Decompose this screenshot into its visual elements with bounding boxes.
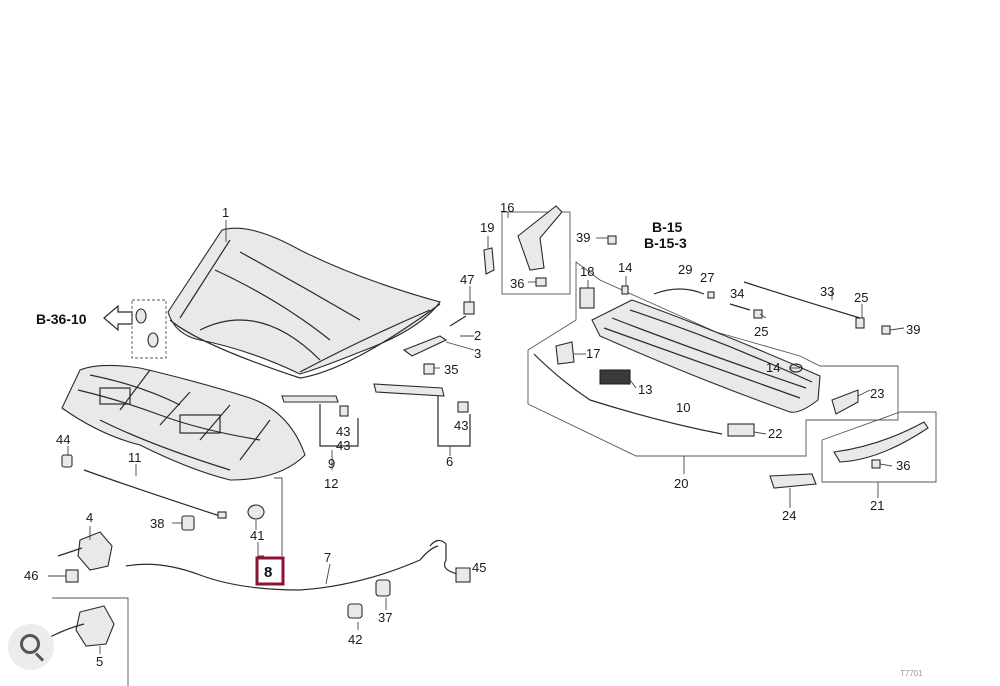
- callout-label: 36: [896, 458, 910, 473]
- hood-panel: [167, 227, 441, 379]
- callout-label: 43: [336, 424, 350, 439]
- callout-label: 1: [222, 205, 229, 220]
- callout-label: 43: [454, 418, 468, 433]
- cable-11: [83, 469, 221, 517]
- cowl-group-20: [527, 235, 899, 457]
- callout-label: 6: [446, 454, 453, 469]
- clip-38: [181, 515, 195, 531]
- callout-label: 24: [782, 508, 796, 523]
- callout-label: 27: [700, 270, 714, 285]
- box-21: [821, 411, 937, 483]
- callout-label: 43: [336, 438, 350, 453]
- lens-search-icon[interactable]: [8, 624, 54, 670]
- callout-label: 3: [474, 346, 481, 361]
- callout-label: 23: [870, 386, 884, 401]
- callout-label: 4: [86, 510, 93, 525]
- callout-label: 34: [730, 286, 744, 301]
- bracket-19: [483, 247, 495, 275]
- hood-latch-4: [57, 531, 113, 583]
- callout-label: 13: [638, 382, 652, 397]
- callout-label: 36: [510, 276, 524, 291]
- clip-41: [247, 504, 265, 520]
- callout-label: 10: [676, 400, 690, 415]
- callout-label: 39: [906, 322, 920, 337]
- callout-label: 14: [618, 260, 632, 275]
- callout-label: 18: [580, 264, 594, 279]
- callout-label: 11: [128, 450, 142, 465]
- hose-33: [743, 281, 861, 319]
- callout-label: 42: [348, 632, 362, 647]
- callout-label: 44: [56, 432, 70, 447]
- footer-code: T7701: [900, 669, 923, 678]
- box-16: [483, 205, 571, 295]
- callout-label: 37: [378, 610, 392, 625]
- garnish-24: [769, 473, 817, 489]
- callout-label: 19: [480, 220, 494, 235]
- callout-label: 20: [674, 476, 688, 491]
- highlight-callout-box: [255, 556, 285, 586]
- filter-13: [599, 369, 631, 385]
- cable-7-handle: [455, 567, 471, 583]
- clip-44: [61, 454, 73, 468]
- callout-label: 12: [324, 476, 338, 491]
- callout-label: 16: [500, 200, 514, 215]
- callout-label: 2: [474, 328, 481, 343]
- callout-label: 33: [820, 284, 834, 299]
- b36-reference: B-36-10: [36, 299, 167, 359]
- callout-label: 47: [460, 272, 474, 287]
- highlighted-callout: 8: [264, 564, 272, 581]
- clip-42: [347, 603, 363, 619]
- hinge-2-3: [402, 301, 475, 375]
- callout-label: 39: [576, 230, 590, 245]
- callout-label: 25: [754, 324, 768, 339]
- callout-label: 22: [768, 426, 782, 441]
- callout-label: 9: [328, 456, 335, 471]
- clip-37: [375, 579, 391, 597]
- filler-18: [579, 287, 595, 309]
- callout-label: 29: [678, 262, 692, 277]
- callout-label: 21: [870, 498, 884, 513]
- hose-29: [653, 288, 705, 295]
- ref-b153-label: B-15-3: [644, 235, 687, 251]
- callout-label: 46: [24, 568, 38, 583]
- nut-35: [423, 363, 435, 375]
- clip-17: [555, 341, 575, 365]
- callout-label: 41: [250, 528, 264, 543]
- ref-b36-label: B-36-10: [36, 311, 87, 327]
- release-cable-7: [125, 545, 439, 591]
- callout-label: 35: [444, 362, 458, 377]
- leader-lines: [48, 212, 905, 654]
- callout-label: 38: [150, 516, 164, 531]
- callout-label: 14: [766, 360, 780, 375]
- ref-b15-label: B-15: [652, 219, 683, 235]
- callout-label: 7: [324, 550, 331, 565]
- seal-9: [281, 395, 359, 447]
- callout-label: 5: [96, 654, 103, 669]
- hood-insulator: [61, 364, 306, 481]
- cover-22: [727, 423, 755, 437]
- seal-6: [373, 383, 471, 447]
- lens-handle: [34, 652, 45, 662]
- seal-10: [533, 353, 723, 435]
- bracket-23: [831, 389, 859, 415]
- cable-11-end: [217, 511, 227, 519]
- lens-circle: [20, 634, 40, 654]
- callout-label: 17: [586, 346, 600, 361]
- callout-label: 45: [472, 560, 486, 575]
- callout-label: 25: [854, 290, 868, 305]
